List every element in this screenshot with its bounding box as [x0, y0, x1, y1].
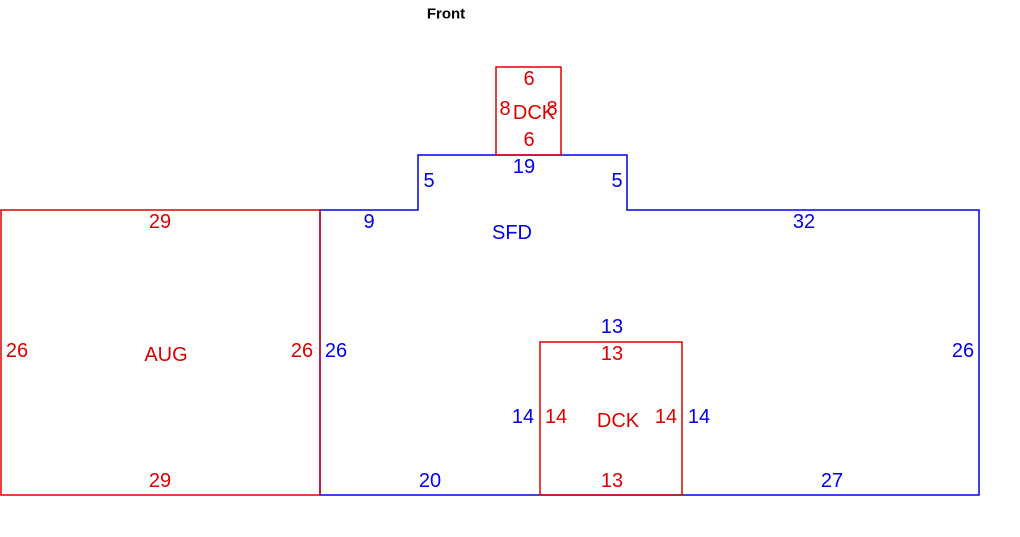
sfd-dim-right-step: 5: [611, 170, 622, 192]
sfd-dim-bottom-left: 20: [419, 470, 441, 492]
sfd-dim-left: 26: [325, 340, 347, 362]
dck-rear-dim-bottom: 13: [601, 470, 623, 492]
sfd-dim-deck-top: 13: [601, 316, 623, 338]
dck-front-dim-left: 8: [499, 98, 510, 120]
dck-rear-dim-left: 14: [545, 406, 567, 428]
dck-rear-outline: [539, 341, 683, 496]
aug-dim-right: 26: [291, 340, 313, 362]
aug-area-label: AUG: [144, 344, 187, 366]
sfd-dim-left-step: 5: [423, 170, 434, 192]
dck-rear-dim-top: 13: [601, 343, 623, 365]
dck-front-dim-right: 8: [546, 98, 557, 120]
dck-rear-area-label: DCK: [597, 410, 640, 432]
aug-dim-left: 26: [6, 340, 28, 362]
sfd-dim-top-left: 9: [363, 211, 374, 233]
dck-rear-dim-right: 14: [655, 406, 677, 428]
sfd-dim-deck-right: 14: [688, 406, 710, 428]
dck-front-dim-top: 6: [523, 68, 534, 90]
aug-dim-bottom: 29: [149, 470, 171, 492]
dck-front-dim-bottom: 6: [523, 129, 534, 151]
sfd-dim-top-right: 32: [793, 211, 815, 233]
sfd-dim-right: 26: [952, 340, 974, 362]
aug-outline: [0, 209, 321, 496]
sfd-dim-bottom-right: 27: [821, 470, 843, 492]
sfd-outline: [319, 154, 980, 496]
dck-front-area-label: DCK: [513, 102, 556, 124]
sfd-area-label: SFD: [492, 222, 532, 244]
sfd-dim-top-mid: 19: [513, 156, 535, 178]
sketch-title: Front: [427, 6, 465, 23]
dck-front-outline: [495, 66, 562, 156]
sfd-dim-deck-left: 14: [512, 406, 534, 428]
aug-dim-top: 29: [149, 211, 171, 233]
